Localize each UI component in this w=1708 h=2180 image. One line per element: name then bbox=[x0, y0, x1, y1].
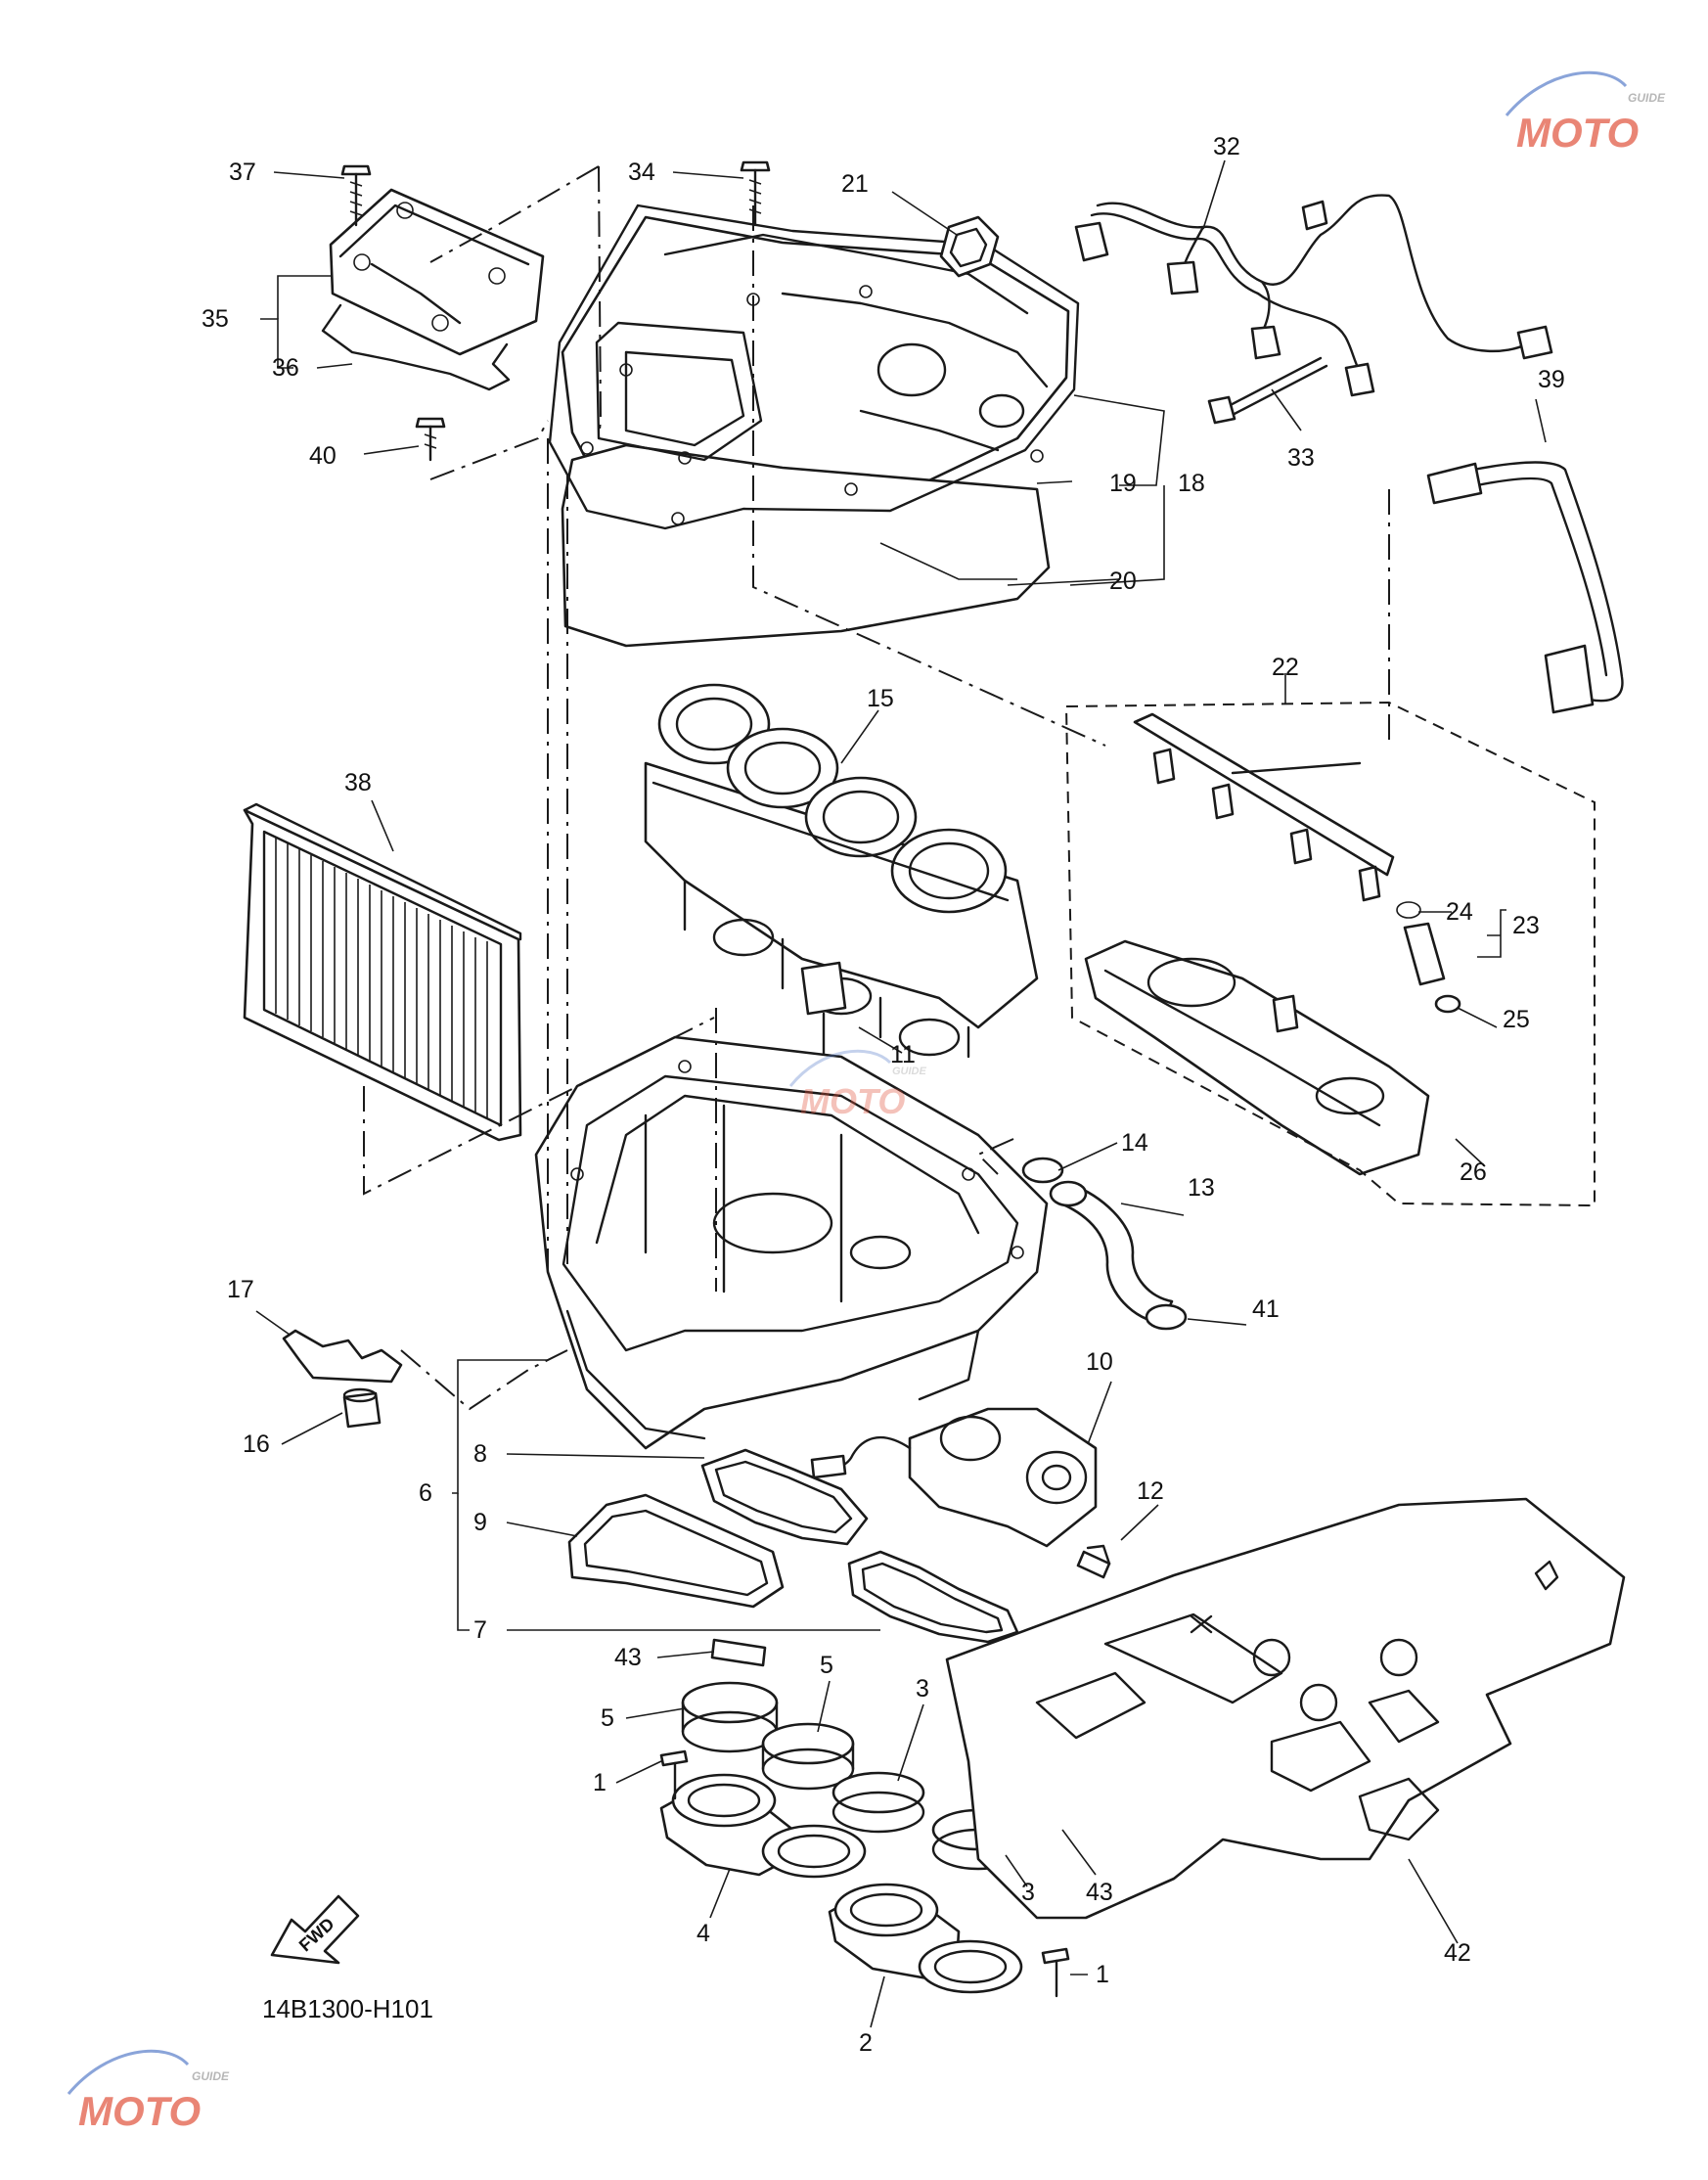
rail-cover-26 bbox=[1084, 939, 1430, 1176]
callout-26: 26 bbox=[1460, 1158, 1487, 1186]
screw-1b bbox=[1041, 1947, 1070, 1998]
callout-9: 9 bbox=[473, 1509, 487, 1536]
diagram-code: 14B1300-H101 bbox=[262, 1994, 433, 2023]
svg-text:GUIDE: GUIDE bbox=[1628, 91, 1666, 105]
callout-11: 11 bbox=[890, 1041, 916, 1068]
callout-37: 37 bbox=[229, 159, 256, 186]
damper-16 bbox=[342, 1387, 382, 1429]
gasket-8 bbox=[700, 1448, 869, 1546]
screw-1a bbox=[659, 1749, 689, 1800]
screw-34 bbox=[740, 160, 771, 227]
callout-17: 17 bbox=[227, 1276, 254, 1303]
callout-3a: 3 bbox=[916, 1675, 929, 1703]
callout-43a: 43 bbox=[614, 1644, 642, 1671]
callout-39: 39 bbox=[1538, 366, 1565, 393]
sub-wire-harness-32 bbox=[1074, 194, 1553, 397]
callout-2: 2 bbox=[859, 2029, 873, 2057]
svg-text:GUIDE: GUIDE bbox=[892, 1066, 927, 1077]
callout-4: 4 bbox=[697, 1920, 710, 1947]
svg-text:MOTO: MOTO bbox=[78, 2088, 201, 2134]
svg-text:GUIDE: GUIDE bbox=[192, 2069, 230, 2083]
callout-16: 16 bbox=[243, 1431, 270, 1458]
assembly-lines bbox=[363, 165, 1596, 1411]
bracket-17 bbox=[282, 1329, 403, 1384]
callout-5a: 5 bbox=[601, 1704, 614, 1732]
air-filter-case-6 bbox=[534, 1035, 1049, 1450]
callout-36: 36 bbox=[272, 354, 299, 382]
watermark-logo-middle: MOTO GUIDE bbox=[788, 1049, 927, 1121]
callout-35: 35 bbox=[202, 305, 229, 333]
callout-6: 6 bbox=[419, 1479, 432, 1507]
air-filter-element-38 bbox=[243, 802, 522, 1142]
air-filter-case-cover bbox=[548, 204, 1080, 648]
band-33 bbox=[1207, 356, 1328, 425]
callout-20: 20 bbox=[1109, 568, 1137, 595]
cover-plate-35 bbox=[321, 188, 545, 391]
clip-43a bbox=[710, 1638, 767, 1667]
screw-12 bbox=[1076, 1544, 1111, 1579]
callout-3b: 3 bbox=[1021, 1879, 1035, 1906]
isc-valve-10 bbox=[810, 1407, 1098, 1548]
callout-14: 14 bbox=[1121, 1129, 1148, 1157]
callout-10: 10 bbox=[1086, 1348, 1113, 1376]
watermark-logo-bottom: MOTO GUIDE bbox=[67, 2049, 230, 2134]
callout-32: 32 bbox=[1213, 133, 1240, 160]
throttle-body-assembly-15 bbox=[644, 683, 1039, 1059]
callout-18: 18 bbox=[1178, 470, 1205, 497]
gasket-9 bbox=[567, 1493, 785, 1609]
callout-25: 25 bbox=[1503, 1006, 1530, 1033]
callout-19: 19 bbox=[1109, 470, 1137, 497]
clamp-3a bbox=[832, 1771, 925, 1834]
callout-23: 23 bbox=[1512, 912, 1540, 939]
callout-38: 38 bbox=[344, 769, 372, 796]
screw-37 bbox=[340, 164, 372, 227]
joint-2 bbox=[828, 1883, 1023, 1994]
fuel-injection-rail-22 bbox=[1133, 712, 1395, 902]
callout-22: 22 bbox=[1272, 654, 1299, 681]
callout-5b: 5 bbox=[820, 1652, 833, 1679]
forward-arrow: FWD bbox=[270, 1894, 360, 1965]
svg-text:MOTO: MOTO bbox=[1516, 110, 1639, 156]
callout-1a: 1 bbox=[593, 1769, 607, 1796]
gasket-7 bbox=[847, 1550, 1019, 1644]
callout-40: 40 bbox=[309, 442, 337, 470]
clamp-14 bbox=[1021, 1157, 1088, 1207]
leader-lines bbox=[255, 159, 1547, 2028]
callout-41: 41 bbox=[1252, 1295, 1280, 1323]
callout-7: 7 bbox=[473, 1616, 487, 1644]
callout-34: 34 bbox=[628, 159, 655, 186]
callout-21: 21 bbox=[841, 170, 869, 198]
callout-1b: 1 bbox=[1096, 1961, 1109, 1988]
injector-23 bbox=[1396, 901, 1461, 1014]
fuel-hose-39 bbox=[1426, 461, 1624, 714]
clamp-5a bbox=[681, 1681, 779, 1753]
clamp-5b bbox=[761, 1722, 855, 1791]
heat-insulator-42 bbox=[945, 1497, 1626, 1920]
callout-42: 42 bbox=[1444, 1939, 1471, 1967]
grommet-21 bbox=[939, 215, 1000, 278]
screw-40 bbox=[415, 417, 446, 462]
callout-labels: 37 34 21 32 35 36 40 33 19 18 39 20 22 1… bbox=[202, 133, 1565, 2057]
callout-43b: 43 bbox=[1086, 1879, 1113, 1906]
callout-13: 13 bbox=[1188, 1174, 1215, 1202]
callout-15: 15 bbox=[867, 685, 894, 712]
callout-8: 8 bbox=[473, 1440, 487, 1468]
joint-4 bbox=[659, 1773, 867, 1879]
clamp-41 bbox=[1145, 1303, 1188, 1331]
callout-24: 24 bbox=[1446, 898, 1473, 926]
callout-33: 33 bbox=[1287, 444, 1315, 472]
watermark-logo-top: MOTO GUIDE bbox=[1505, 70, 1666, 156]
svg-text:MOTO: MOTO bbox=[800, 1081, 905, 1121]
callout-12: 12 bbox=[1137, 1477, 1164, 1505]
